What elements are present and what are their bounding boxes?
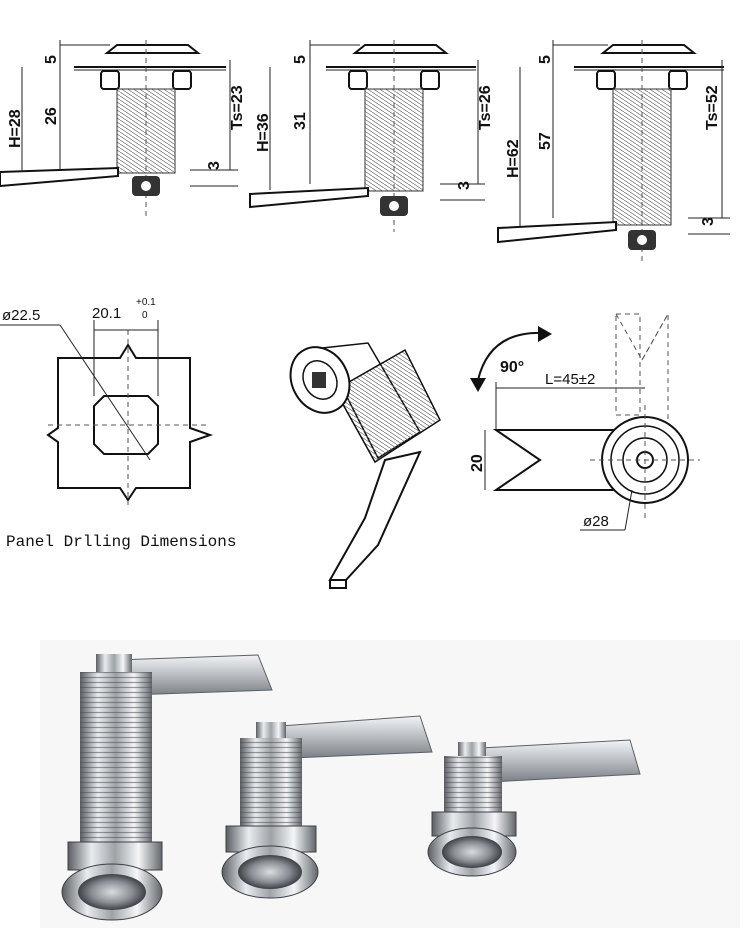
threaded-barrel <box>80 672 152 850</box>
iso-cam-blade <box>328 450 422 581</box>
cam-lock-medium <box>221 715 433 899</box>
lever <box>479 739 641 783</box>
hex-nut-left <box>596 70 616 90</box>
cam-blade <box>0 166 119 188</box>
rotation-arrow <box>477 331 546 381</box>
head-height-label: 5 <box>43 55 60 64</box>
cam-width-label: 20 <box>469 454 486 472</box>
hole-width-label: 20.1 <box>92 305 121 322</box>
total-height-label: H=62 <box>505 139 522 178</box>
lock-face <box>78 874 146 910</box>
tolerance-lower: 0 <box>142 310 148 321</box>
rotation-angle-label: 90° <box>500 359 524 376</box>
head-height-label: 5 <box>537 55 554 64</box>
hole-diameter-label: ø22.5 <box>2 307 40 324</box>
isometric-lock-view <box>289 342 441 589</box>
hex-nut-right <box>172 70 192 90</box>
hex-nut-left <box>348 70 368 90</box>
cam-length-label: L=45±2 <box>545 371 595 388</box>
iso-thread-body <box>333 348 441 464</box>
lock-head <box>600 44 697 54</box>
body-height-label: 31 <box>292 112 309 130</box>
threaded-barrel <box>444 756 502 820</box>
cam-blade <box>249 186 369 209</box>
nut-height-label: 3 <box>700 217 717 226</box>
panel-drilling-view: ø22.5 20.1 +0.1 0 Panel Drlling Dimensio… <box>0 297 236 551</box>
side-view-2: H=36 5 31 Ts=26 3 <box>249 40 494 232</box>
panel-cutout-outline <box>46 343 214 502</box>
lock-face <box>442 836 502 868</box>
panel-drilling-caption: Panel Drlling Dimensions <box>6 533 236 551</box>
hex-nut-right <box>668 70 688 90</box>
rotated-cam-ghost <box>615 313 641 416</box>
thread-length-label: Ts=52 <box>704 85 721 130</box>
face-diameter-label: ø28 <box>583 513 609 530</box>
lock-head <box>104 44 201 54</box>
head-height-label: 5 <box>292 55 309 64</box>
cam-blade <box>497 220 617 244</box>
thread-length-label: Ts=23 <box>229 85 246 130</box>
body-height-label: 26 <box>43 107 60 125</box>
nut-height-label: 3 <box>206 161 223 170</box>
cam-blade-top <box>492 429 626 491</box>
thread-length-label: Ts=26 <box>477 85 494 130</box>
cam-lock-long <box>61 654 273 921</box>
threaded-barrel <box>240 738 302 834</box>
side-view-1: H=28 5 26 Ts=23 3 <box>0 40 246 216</box>
hex-nut-right <box>420 70 440 90</box>
product-photo <box>40 640 740 928</box>
tolerance-upper: +0.1 <box>136 297 156 308</box>
side-view-3: H=62 5 57 Ts=52 3 <box>497 40 730 262</box>
total-height-label: H=28 <box>7 109 24 148</box>
nut-height-label: 3 <box>456 181 473 190</box>
lock-head <box>352 44 449 54</box>
diameter-leader <box>59 324 151 461</box>
body-height-label: 57 <box>537 132 554 150</box>
hex-nut-left <box>100 70 120 90</box>
lock-face <box>238 855 302 889</box>
drill-hole <box>93 395 159 455</box>
cam-lock-short <box>427 739 641 877</box>
total-height-label: H=36 <box>255 113 272 152</box>
cam-rotation-view: 90° L=45±2 20 ø28 <box>469 312 700 531</box>
